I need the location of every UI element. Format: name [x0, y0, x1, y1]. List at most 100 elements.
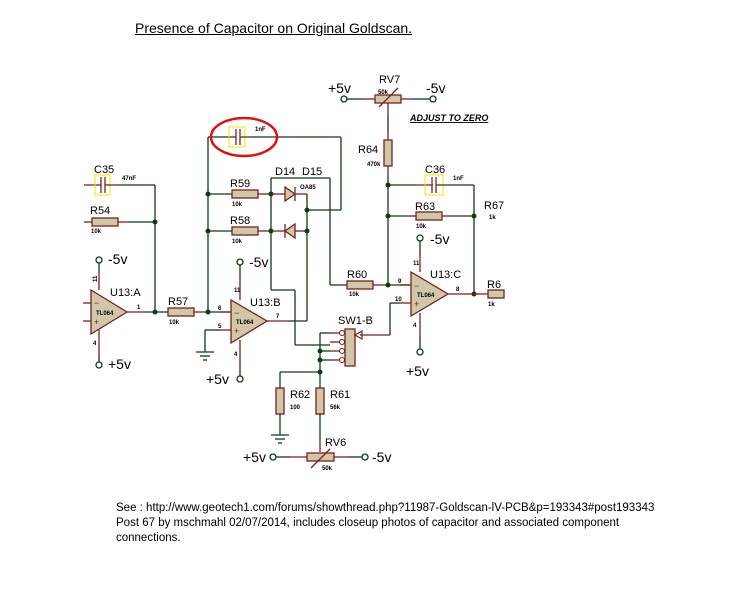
- r54-ref: R54: [90, 205, 110, 217]
- r62-value: 100: [290, 405, 301, 411]
- rv6-right-supply: -5v: [372, 449, 391, 465]
- r6-value: 1k: [488, 302, 495, 308]
- rv6-value: 50k: [322, 466, 333, 472]
- u13a-vneg: -5v: [108, 251, 127, 267]
- u13b-vneg: -5v: [249, 254, 268, 270]
- c36-ref: C36: [425, 164, 445, 176]
- u13a-pin11: 11: [93, 275, 99, 282]
- u13c-pin10: 10: [395, 297, 402, 303]
- svg-text:−: −: [414, 281, 419, 291]
- r60-ref: R60: [347, 269, 367, 281]
- d15-ref: D15: [302, 166, 322, 178]
- highlighted-capacitor: 1nF: [208, 116, 341, 158]
- u13a-vpos: +5v: [108, 356, 131, 372]
- u13a-part: TL064: [96, 311, 114, 317]
- switch-sw1b: SW1-B: [330, 315, 373, 367]
- u13a-ref: U13:A: [110, 287, 141, 299]
- r59-ref: R59: [230, 178, 250, 190]
- reference-note-line1: See : http://www.geotech1.com/forums/sho…: [116, 502, 655, 514]
- r64-value: 470k: [367, 162, 381, 168]
- svg-text:−: −: [94, 298, 99, 308]
- u13b-pin6: 6: [218, 306, 222, 312]
- c35-capacitor: C35 47nF: [84, 164, 155, 196]
- r54-value: 10k: [91, 229, 102, 235]
- u13c-pin9: 9: [398, 279, 402, 285]
- r61-resistor: R61 56k: [315, 387, 350, 452]
- r63-ref: R63: [415, 201, 435, 213]
- r59-value: 10k: [232, 202, 243, 208]
- terminal-plus5v-rv7: [340, 95, 348, 103]
- cap-hl-value: 1nF: [255, 127, 266, 133]
- r6-resistor: R6 1k: [474, 279, 505, 308]
- u13c-pin8: 8: [456, 287, 460, 293]
- rv7-trimmer: +5v RV7 50k -5v ADJUST TO ZERO: [328, 74, 488, 132]
- r57-ref: R57: [168, 296, 188, 308]
- diode-d14: D14: [271, 166, 307, 203]
- adjust-to-zero-note: ADJUST TO ZERO: [409, 113, 488, 123]
- ground-u13b: [196, 329, 221, 361]
- page-title: Presence of Capacitor on Original Goldsc…: [135, 20, 413, 36]
- diode-d15: D15 OA85: [271, 166, 322, 240]
- c36-value: 1nF: [453, 176, 464, 182]
- r59-resistor: R59 10k: [208, 178, 271, 208]
- r61-value: 56k: [330, 405, 341, 411]
- svg-text:+: +: [234, 326, 239, 336]
- u13a-pin4: 4: [93, 341, 97, 347]
- u13b-pin7: 7: [276, 314, 280, 320]
- r57-resistor: R57 10k: [167, 296, 208, 326]
- u13c-vneg: -5v: [430, 231, 449, 247]
- svg-text:+: +: [414, 299, 419, 309]
- u13b-pin4: 4: [234, 352, 238, 358]
- rv6-ref: RV6: [325, 437, 346, 449]
- sw1b-ref: SW1-B: [338, 315, 373, 327]
- u13c-pin11: 11: [413, 261, 420, 267]
- u13c-ref: U13:C: [430, 269, 461, 281]
- svg-text:+: +: [94, 317, 99, 327]
- r61-ref: R61: [330, 389, 350, 401]
- r63-value: 10k: [416, 224, 427, 230]
- rv7-ref: RV7: [379, 74, 400, 86]
- u13b-pin5: 5: [218, 324, 222, 330]
- r62-ref: R62: [290, 389, 310, 401]
- opamp-u13b: -5v 11 − + TL064 U13:B 6 5 7 4 +5v: [206, 254, 288, 387]
- r67-value: 1k: [489, 215, 496, 221]
- r67-ref: R67: [484, 200, 504, 212]
- d15-value: OA85: [300, 185, 316, 191]
- c36-capacitor: C36 1nF: [388, 164, 474, 196]
- rv6-trimmer: +5v -5v RV6 50k: [243, 437, 391, 472]
- r58-ref: R58: [230, 215, 250, 227]
- rv6-left-supply: +5v: [243, 449, 266, 465]
- r6-ref: R6: [487, 279, 501, 291]
- r64-resistor: R64 470k: [358, 132, 393, 175]
- u13a-pin1: 1: [137, 305, 141, 311]
- reference-note-line2: Post 67 by mschmahl 02/07/2014, includes…: [116, 517, 620, 529]
- u13c-pin4: 4: [413, 323, 417, 329]
- highlight-circle: [209, 116, 279, 158]
- svg-text:−: −: [234, 308, 239, 318]
- rv7-value: 50k: [378, 90, 389, 96]
- rv7-left-supply: +5v: [328, 80, 351, 96]
- opamp-u13a: -5v 11 − + TL064 U13:A 1 4 +5v: [83, 251, 145, 372]
- u13b-vpos: +5v: [206, 371, 229, 387]
- u13c-part: TL064: [417, 293, 435, 299]
- u13c-vpos: +5v: [406, 363, 429, 379]
- r63-resistor: R63 10k: [388, 201, 474, 230]
- r58-resistor: R58 10k: [208, 215, 271, 245]
- terminal-minus5v-rv7: [429, 95, 437, 103]
- r60-value: 10k: [349, 292, 360, 298]
- opamp-u13c: -5v 11 − + TL064 U13:C 9 10 8 4 +5v: [395, 231, 474, 379]
- reference-note-line3: connections.: [116, 532, 181, 544]
- d14-ref: D14: [275, 166, 295, 178]
- c35-ref: C35: [94, 164, 114, 176]
- r54-resistor: R54 10k: [84, 205, 155, 235]
- u13b-part: TL064: [236, 320, 254, 326]
- r64-ref: R64: [358, 144, 378, 156]
- u13b-ref: U13:B: [250, 297, 281, 309]
- r58-value: 10k: [232, 239, 243, 245]
- u13b-pin11: 11: [234, 288, 241, 294]
- rv7-right-supply: -5v: [426, 80, 445, 96]
- r57-value: 10k: [169, 320, 180, 326]
- r60-resistor: R60 10k: [346, 269, 388, 298]
- c35-value: 47nF: [122, 176, 136, 182]
